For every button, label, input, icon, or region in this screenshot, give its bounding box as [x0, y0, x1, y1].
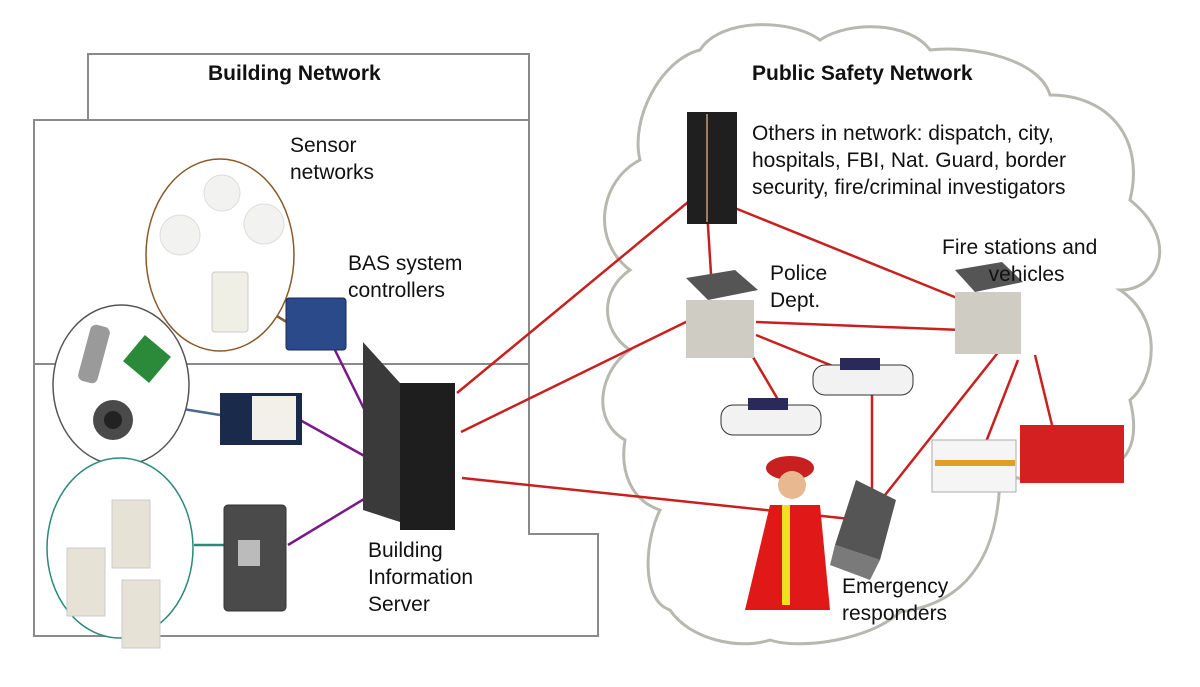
public-safety-cloud	[601, 23, 1161, 646]
thermostat-icon	[66, 547, 106, 617]
smoke-detector-icon	[203, 174, 241, 212]
thermostat-group	[46, 457, 194, 649]
building-information-server-label: Building Information Server	[368, 539, 474, 616]
police-dept-label: Police Dept.	[770, 262, 828, 312]
link-police-to-firestation	[755, 320, 963, 332]
building-network-title: Building Network	[208, 62, 381, 85]
io-controller-icon	[220, 393, 302, 445]
firefighter-icon	[745, 456, 830, 610]
rugged-laptop-icon	[835, 480, 896, 560]
others-in-network-label: Others in network: dispatch, city, hospi…	[752, 122, 1066, 199]
fire-station-icon	[955, 262, 1023, 354]
sensor-networks-label: Sensor networks	[290, 134, 375, 184]
sensor-network-group	[145, 158, 295, 352]
building-network-outline	[33, 120, 599, 637]
public-safety-network-title: Public Safety Network	[752, 62, 973, 85]
link-firestation-to-laptop	[884, 349, 1001, 496]
smoke-detector-icon	[243, 203, 285, 245]
link-datacenter-to-firestation	[714, 198, 963, 302]
police-car-icon	[720, 398, 822, 436]
link-devices-to-controller	[182, 407, 221, 417]
police-car-icon	[812, 358, 914, 396]
building-server-icon	[363, 342, 455, 530]
datacenter-rack-icon	[687, 112, 737, 224]
building-network-frame	[33, 53, 599, 637]
thermostat-icon	[111, 499, 151, 569]
police-building-icon	[686, 270, 758, 358]
bas-controllers-label: BAS system controllers	[348, 252, 463, 302]
link-panel-to-server	[287, 491, 375, 547]
bas-controller-icon	[285, 297, 347, 351]
fire-truck-icon	[1020, 425, 1124, 483]
link-server-to-police	[460, 318, 691, 434]
emergency-responders-label: Emergency responders	[842, 575, 949, 625]
link-controller-to-server	[299, 418, 369, 460]
link-server-to-datacenter	[456, 192, 700, 394]
circuit-board-icon	[123, 335, 171, 383]
field-device-group	[52, 304, 190, 466]
pressure-sensor-icon	[78, 324, 110, 384]
link-firestation-to-firetruck	[1033, 354, 1054, 426]
fire-stations-label: Fire stations and vehicles	[942, 236, 1098, 286]
smoke-detector-icon	[159, 214, 201, 256]
thermostat-icon	[121, 579, 161, 649]
motion-sensor-icon	[211, 271, 249, 333]
